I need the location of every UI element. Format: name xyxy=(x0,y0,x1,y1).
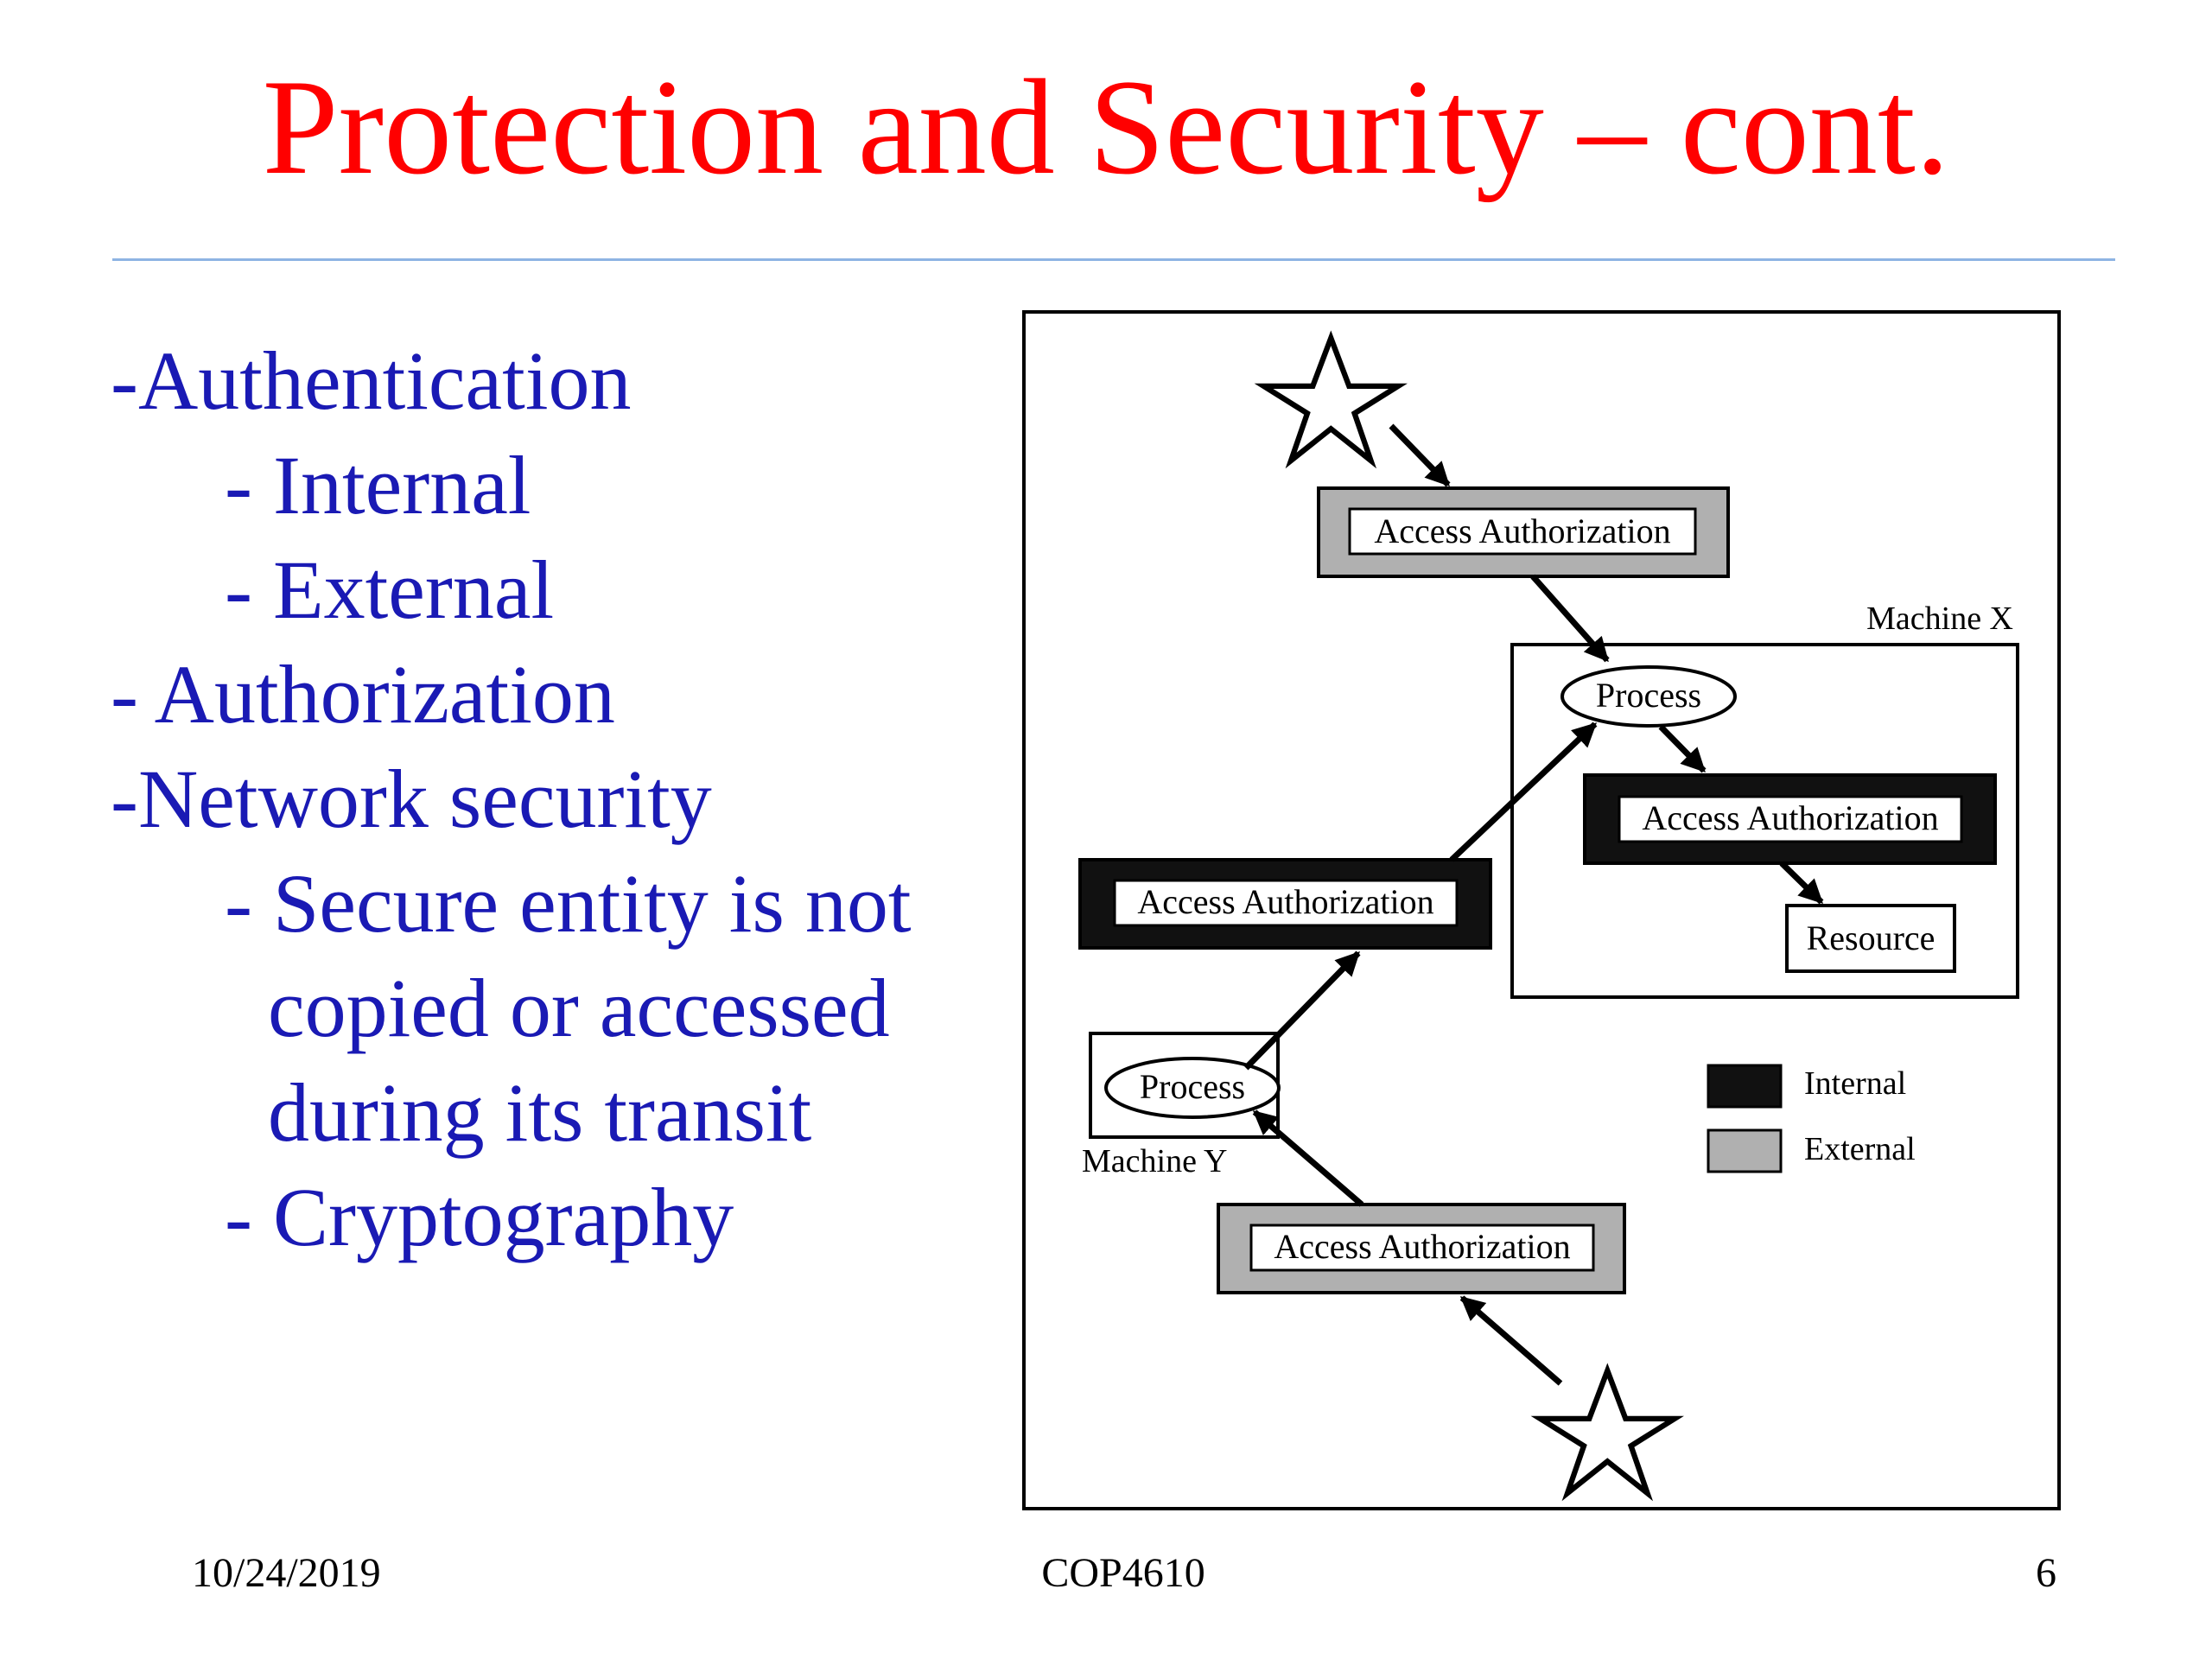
arrow-process-y-to-auth-mid xyxy=(1243,950,1361,1071)
process-x: Process xyxy=(1560,665,1737,728)
bullet-secure-entity-cont-1: copied or accessed xyxy=(268,962,890,1054)
resource-label: Resource xyxy=(1807,918,1936,957)
bullet-internal: - Internal xyxy=(225,439,531,531)
access-authorization-bottom-label: Access Authorization xyxy=(1274,1227,1570,1266)
external-star-bottom-icon xyxy=(1530,1363,1684,1502)
arrow-star-to-auth-bottom xyxy=(1459,1295,1563,1386)
slide-title: Protection and Security – cont. xyxy=(262,52,1950,203)
bullet-authorization: - Authorization xyxy=(111,648,615,741)
arrow-process-x-to-auth-x xyxy=(1658,724,1707,773)
bullet-list: -Authentication - Internal - External - … xyxy=(111,328,1009,1269)
process-y: Process xyxy=(1104,1057,1281,1119)
arrow-auth-bottom-to-process-y xyxy=(1252,1109,1364,1207)
bullet-secure-entity: - Secure entity is not xyxy=(225,857,912,950)
footer-page-number: 6 xyxy=(2036,1550,2056,1596)
legend-internal-swatch xyxy=(1707,1064,1783,1109)
legend: Internal External xyxy=(1707,1064,1916,1173)
access-authorization-top-label: Access Authorization xyxy=(1374,512,1670,550)
bullet-external: - External xyxy=(225,543,555,636)
external-star-top-icon xyxy=(1254,330,1408,469)
machine-x-label: Machine X xyxy=(1866,601,2013,637)
access-authorization-middle: Access Authorization xyxy=(1078,858,1492,950)
access-authorization-machine-x-label: Access Authorization xyxy=(1642,798,1938,837)
security-diagram: Machine X Machine Y Access Authorization… xyxy=(1022,310,2061,1510)
arrow-auth-mid-to-process-x xyxy=(1449,721,1598,862)
access-authorization-top: Access Authorization xyxy=(1317,486,1730,578)
legend-external-label: External xyxy=(1804,1131,1916,1167)
title-divider xyxy=(112,258,2115,261)
legend-internal-label: Internal xyxy=(1804,1065,1906,1102)
access-authorization-bottom: Access Authorization xyxy=(1217,1203,1626,1294)
process-y-label: Process xyxy=(1140,1067,1245,1106)
arrow-auth-x-to-resource xyxy=(1779,861,1824,905)
legend-external-swatch xyxy=(1707,1128,1783,1173)
bullet-secure-entity-cont-2: during its transit xyxy=(268,1066,812,1159)
access-authorization-machine-x: Access Authorization xyxy=(1583,773,1997,865)
machine-x-box xyxy=(1510,643,2019,999)
arrow-auth-top-to-process-x xyxy=(1530,574,1610,663)
process-x-label: Process xyxy=(1596,676,1701,715)
footer-course: COP4610 xyxy=(1041,1550,1205,1596)
footer-date: 10/24/2019 xyxy=(192,1550,381,1596)
bullet-authentication: -Authentication xyxy=(111,334,632,427)
resource: Resource xyxy=(1785,904,1956,973)
bullet-network-security: -Network security xyxy=(111,753,712,845)
arrow-star-to-auth-top xyxy=(1389,423,1451,487)
bullet-cryptography: - Cryptography xyxy=(225,1171,734,1263)
machine-y-label: Machine Y xyxy=(1082,1143,1227,1179)
access-authorization-middle-label: Access Authorization xyxy=(1137,882,1433,921)
